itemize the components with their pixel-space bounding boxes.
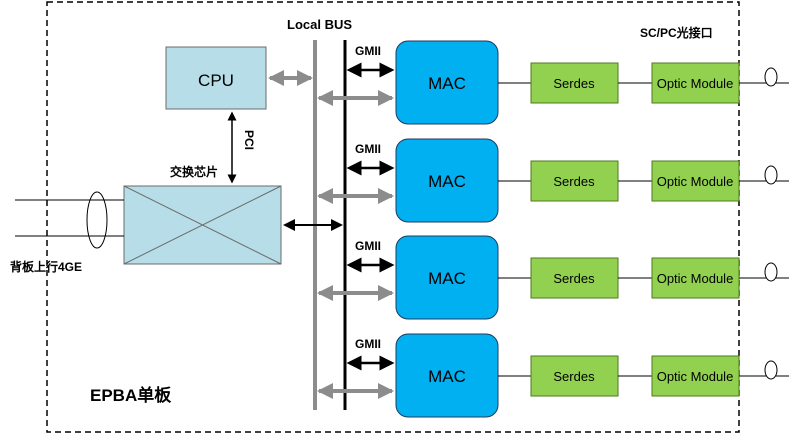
mac-label: MAC [428, 269, 466, 288]
serdes-box [530, 257, 619, 299]
pci-label: PCI [242, 130, 256, 150]
board-outline [46, 1, 740, 433]
optic-module-label: Optic Module [657, 76, 734, 91]
optic-module-label: Optic Module [657, 271, 734, 286]
cpu-box [165, 46, 267, 110]
switch-chip-label: 交换芯片 [170, 164, 218, 179]
serdes-label: Serdes [553, 76, 595, 91]
switch-chip-cross-b [123, 185, 282, 265]
backplane-label: 背板上行4GE [10, 259, 82, 274]
optic-module-label: Optic Module [657, 369, 734, 384]
optic-module-box [651, 160, 740, 202]
optic-port-connector [764, 165, 778, 185]
board-label: EPBA单板 [90, 385, 172, 405]
backplane-bundle [86, 191, 108, 249]
serdes-label: Serdes [553, 271, 595, 286]
optic-module-box [651, 62, 740, 104]
optic-module-box [651, 257, 740, 299]
serdes-box [530, 355, 619, 397]
gmii-label: GMII [355, 337, 381, 351]
optic-port-connector [764, 262, 778, 282]
mac-label: MAC [428, 74, 466, 93]
gmii-label: GMII [355, 44, 381, 58]
optical-port-label: SC/PC光接口 [640, 25, 713, 40]
optic-port-connector [764, 360, 778, 380]
mac-label: MAC [428, 367, 466, 386]
optic-port-connector [764, 67, 778, 87]
serdes-label: Serdes [553, 174, 595, 189]
optic-module-label: Optic Module [657, 174, 734, 189]
serdes-box [530, 160, 619, 202]
gmii-label: GMII [355, 239, 381, 253]
serdes-label: Serdes [553, 369, 595, 384]
cpu-label: CPU [198, 71, 234, 90]
gmii-label: GMII [355, 142, 381, 156]
mac-label: MAC [428, 172, 466, 191]
local-bus-label: Local BUS [287, 17, 352, 32]
